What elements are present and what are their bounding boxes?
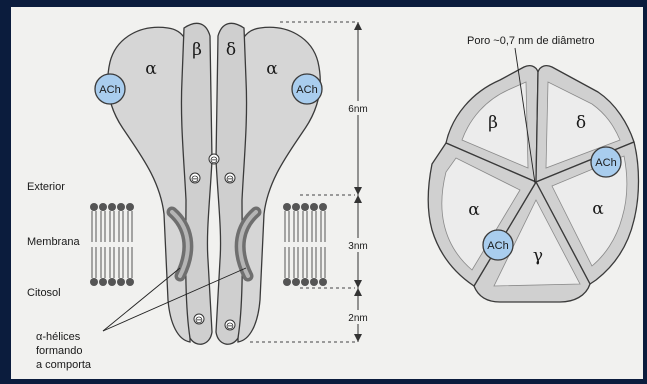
top-subunit-label-delta: δ	[576, 113, 586, 133]
scale-label-2nm: 2nm	[348, 313, 367, 324]
top-subunit-label-gamma: γ	[533, 246, 543, 266]
charge-symbol-3: ⊖	[226, 174, 234, 185]
charge-symbol-4: ⊖	[195, 315, 203, 326]
ach-label-right: ACh	[296, 84, 317, 96]
top-subunit-label-alpha-left: α	[468, 200, 480, 220]
subunit-label-alpha-right: α	[266, 59, 278, 79]
top-subunit-label-alpha-right: α	[592, 199, 604, 219]
subunit-label-delta: δ	[226, 40, 236, 60]
scale-label-6nm: 6nm	[348, 104, 367, 115]
charge-symbol-5: ⊖	[226, 321, 234, 332]
scale-label-3nm: 3nm	[348, 241, 367, 252]
pore-label: Poro ~0,7 nm de diâmetro	[467, 35, 595, 47]
helix-caption-line1: α-hélices	[36, 331, 81, 343]
layer-label-membrane: Membrana	[27, 236, 80, 248]
ach-label-top-right: ACh	[595, 157, 616, 169]
charge-symbol-1: ⊖	[210, 155, 218, 166]
top-subunit-label-beta: β	[488, 113, 498, 133]
ach-label-bottom-left: ACh	[487, 240, 508, 252]
helix-caption-line2: formando	[36, 345, 82, 357]
subunit-label-beta: β	[192, 40, 202, 60]
helix-caption-line3: a comporta	[36, 359, 92, 371]
layer-label-exterior: Exterior	[27, 181, 65, 193]
subunit-label-alpha-left: α	[145, 59, 157, 79]
charge-symbol-2: ⊖	[191, 174, 199, 185]
ach-label-left: ACh	[99, 84, 120, 96]
layer-label-cytosol: Citosol	[27, 287, 61, 299]
